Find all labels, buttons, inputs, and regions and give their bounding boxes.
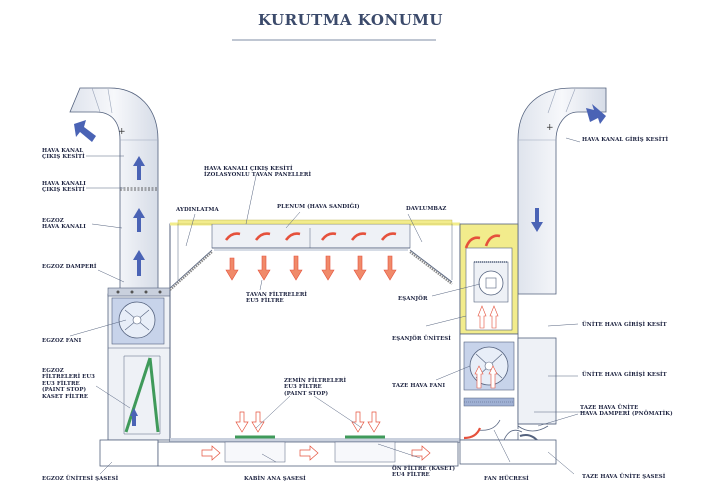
cabin [157, 219, 461, 467]
label-egzoz-fani: EGZOZ FANI [42, 338, 82, 344]
intake-in-arrow-icon [586, 104, 606, 124]
label-esanjor: EŞANJÖR [398, 296, 428, 302]
svg-text:+: + [546, 123, 554, 133]
label-fan-hucresi: FAN HÜCRESİ [484, 476, 529, 482]
label-plenum: PLENUM (HAVA SANDIĞI) [277, 204, 360, 210]
down-heat-arrow-icon [225, 255, 397, 281]
svg-text:+: + [118, 127, 126, 137]
fresh-air-unit [459, 333, 557, 465]
label-egzoz-damperi: EGZOZ DAMPERİ [42, 264, 97, 270]
diagram-title: KURUTMA KONUMU [258, 11, 443, 29]
label-aydinlatma: AYDINLATMA [176, 207, 219, 213]
exhaust-duct: + [69, 87, 159, 295]
label-unite-hava-girisi-2: ÜNİTE HAVA GİRİŞİ KESİT [582, 372, 667, 378]
label-egzoz-unitesi-sasesi: EGZOZ ÜNİTESİ ŞASESİ [42, 476, 119, 482]
exhaust-unit [99, 287, 171, 467]
heat-arrow-icon [224, 232, 397, 241]
exhaust-out-arrow-icon [74, 120, 96, 142]
heat-exchanger-unit [459, 223, 519, 335]
label-davlumbaz: DAVLUMBAZ [406, 206, 447, 212]
label-esanjor-unitesi: EŞANJÖR ÜNİTESİ [392, 336, 451, 342]
label-taze-hava-sasesi: TAZE HAVA ÜNİTE ŞASESİ [582, 474, 666, 480]
right-arrow-icon [201, 445, 431, 461]
leader-lines [69, 137, 588, 475]
label-hava-kanal-giris-kesiti: HAVA KANAL GİRİŞ KESİTİ [582, 137, 669, 143]
unit-inlet-section [517, 337, 557, 425]
intake-duct: + [517, 87, 607, 295]
floor-arrow-icon [235, 411, 381, 433]
label-kabin-ana-sasesi: KABİN ANA ŞASESİ [244, 476, 306, 482]
down-arrow-icon [531, 208, 543, 232]
up-arrow-icon [133, 156, 145, 276]
label-taze-hava-fani: TAZE HAVA FANI [392, 383, 446, 389]
label-on-filtre: ÖN FİLTRE (KASET)EU4 FİLTRE [392, 466, 456, 479]
label-unite-hava-girisi-1: ÜNİTE HAVA GİRİŞİ KESİT [582, 322, 667, 328]
